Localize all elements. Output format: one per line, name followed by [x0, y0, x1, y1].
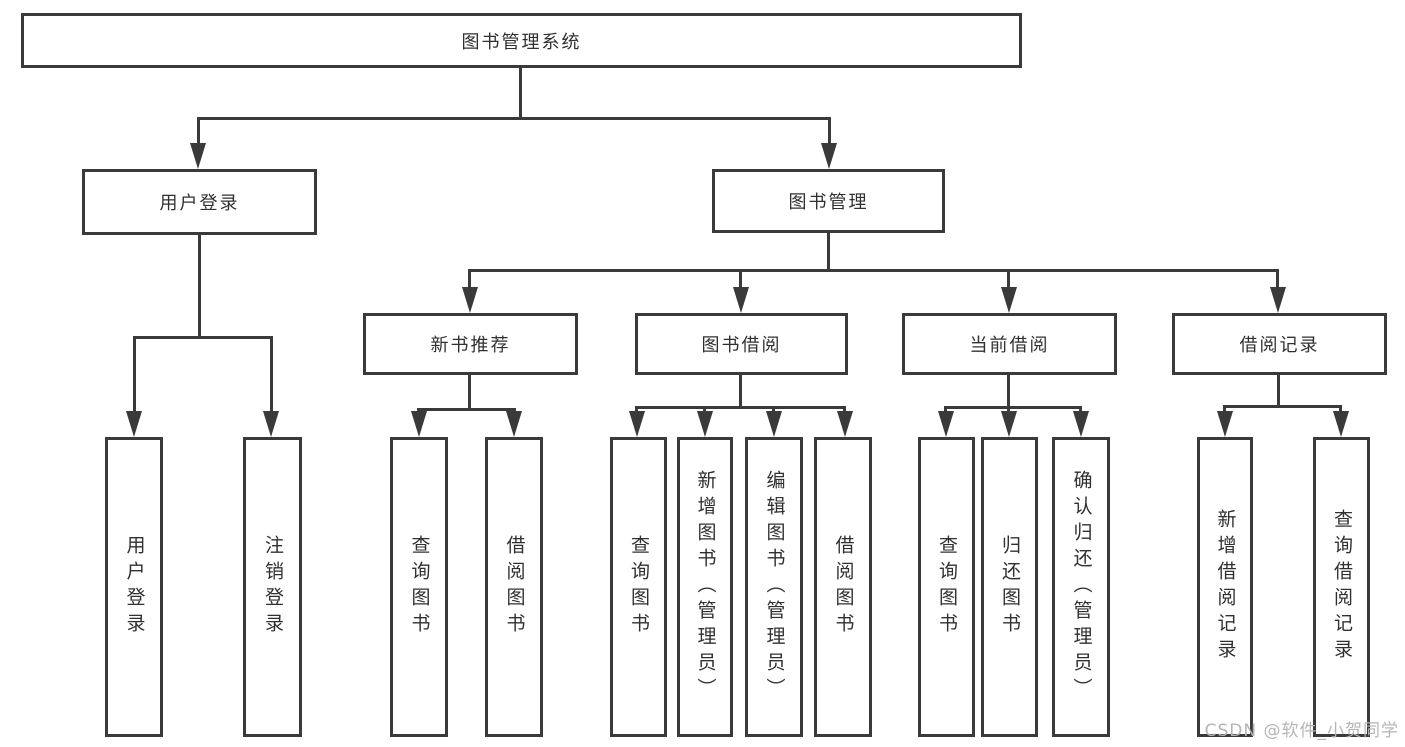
connector-line — [703, 406, 706, 412]
leaf-query-book-current-label: 查询图书 — [936, 535, 958, 639]
node-root: 图书管理系统 — [21, 13, 1022, 68]
leaf-confirm-return-admin-label: 确认归还（管理员） — [1070, 470, 1093, 704]
connector-line — [519, 68, 522, 117]
node-book-borrow: 图书借阅 — [635, 313, 848, 375]
connector-line — [1223, 405, 1226, 412]
leaf-confirm-return-admin: 确认归还（管理员） — [1052, 437, 1110, 737]
arrowhead-down — [733, 287, 749, 313]
connector-line — [827, 233, 830, 269]
connector-line — [635, 406, 846, 409]
node-new-book-recommend-label: 新书推荐 — [430, 335, 511, 356]
connector-line — [468, 269, 471, 289]
leaf-add-book-admin: 新增图书（管理员） — [677, 437, 733, 737]
csdn-watermark: CSDN @软件_小贺同学 — [1204, 721, 1399, 741]
arrowhead-down — [190, 143, 206, 169]
leaf-edit-book-admin-label: 编辑图书（管理员） — [763, 470, 786, 704]
leaf-query-borrow-record-label: 查询借阅记录 — [1331, 509, 1353, 665]
connector-line — [468, 269, 1279, 272]
node-user-login: 用户登录 — [82, 169, 317, 235]
leaf-add-borrow-record: 新增借阅记录 — [1197, 437, 1253, 737]
node-book-management-label: 图书管理 — [788, 192, 869, 213]
connector-line — [945, 406, 1082, 409]
connector-line — [198, 235, 201, 336]
leaf-borrow-book: 借阅图书 — [814, 437, 872, 737]
node-current-borrow: 当前借阅 — [902, 313, 1117, 375]
leaf-query-book-borrow: 查询图书 — [610, 437, 667, 737]
arrowhead-down — [263, 411, 279, 437]
leaf-logout: 注销登录 — [243, 437, 302, 737]
arrowhead-down — [1001, 287, 1017, 313]
node-root-label: 图书管理系统 — [461, 31, 582, 53]
connector-line — [133, 336, 136, 413]
connector-line — [1277, 375, 1280, 405]
leaf-query-book-borrow-label: 查询图书 — [628, 535, 650, 639]
leaf-borrow-book-recommend-label: 借阅图书 — [503, 535, 526, 639]
arrowhead-down — [821, 143, 837, 169]
arrowhead-down — [126, 411, 142, 437]
arrowhead-down — [766, 411, 782, 437]
node-book-management: 图书管理 — [712, 169, 945, 233]
arrowhead-down — [938, 411, 954, 437]
connector-line — [1007, 375, 1010, 406]
arrowhead-down — [837, 411, 853, 437]
node-new-book-recommend: 新书推荐 — [363, 313, 578, 375]
connector-line — [1223, 405, 1342, 408]
leaf-query-book-recommend-label: 查询图书 — [408, 535, 431, 639]
connector-line — [468, 375, 471, 408]
arrowhead-down — [1333, 411, 1349, 437]
leaf-query-book-current: 查询图书 — [918, 437, 975, 737]
connector-line — [417, 408, 516, 411]
leaf-query-book-recommend: 查询图书 — [390, 437, 448, 737]
leaf-borrow-book-recommend: 借阅图书 — [485, 437, 543, 737]
arrowhead-down — [506, 411, 522, 437]
connector-line — [1339, 405, 1342, 412]
node-book-borrow-label: 图书借阅 — [701, 335, 782, 356]
connector-line — [635, 406, 638, 412]
connector-line — [772, 406, 775, 412]
connector-line — [270, 336, 273, 413]
connector-line — [944, 406, 947, 412]
connector-line — [739, 375, 742, 406]
arrowhead-down — [1217, 411, 1233, 437]
arrowhead-down — [1001, 411, 1017, 437]
leaf-user-login-label: 用户登录 — [123, 535, 146, 639]
arrowhead-down — [462, 287, 478, 313]
connector-line — [197, 117, 200, 145]
node-borrow-record: 借阅记录 — [1172, 313, 1387, 375]
arrowhead-down — [1270, 287, 1286, 313]
leaf-add-borrow-record-label: 新增借阅记录 — [1214, 509, 1237, 665]
connector-line — [133, 336, 273, 339]
connector-line — [1276, 269, 1279, 289]
arrowhead-down — [697, 411, 713, 437]
connector-line — [843, 406, 846, 412]
connector-line — [739, 269, 742, 289]
leaf-logout-label: 注销登录 — [262, 535, 284, 639]
arrowhead-down — [411, 411, 427, 437]
connector-line — [1007, 406, 1010, 412]
leaf-user-login: 用户登录 — [105, 437, 163, 737]
leaf-return-book: 归还图书 — [981, 437, 1038, 737]
arrowhead-down — [629, 411, 645, 437]
connector-line — [1079, 406, 1082, 412]
node-current-borrow-label: 当前借阅 — [969, 335, 1050, 356]
node-user-login-label: 用户登录 — [159, 193, 240, 214]
leaf-borrow-book-label: 借阅图书 — [832, 535, 855, 639]
leaf-return-book-label: 归还图书 — [999, 535, 1021, 639]
arrowhead-down — [1073, 411, 1089, 437]
node-borrow-record-label: 借阅记录 — [1239, 335, 1320, 356]
connector-line — [197, 117, 831, 120]
connector-line — [1007, 269, 1010, 289]
leaf-add-book-admin-label: 新增图书（管理员） — [694, 470, 717, 704]
leaf-edit-book-admin: 编辑图书（管理员） — [745, 437, 803, 737]
leaf-query-borrow-record: 查询借阅记录 — [1313, 437, 1370, 737]
connector-line — [828, 117, 831, 145]
